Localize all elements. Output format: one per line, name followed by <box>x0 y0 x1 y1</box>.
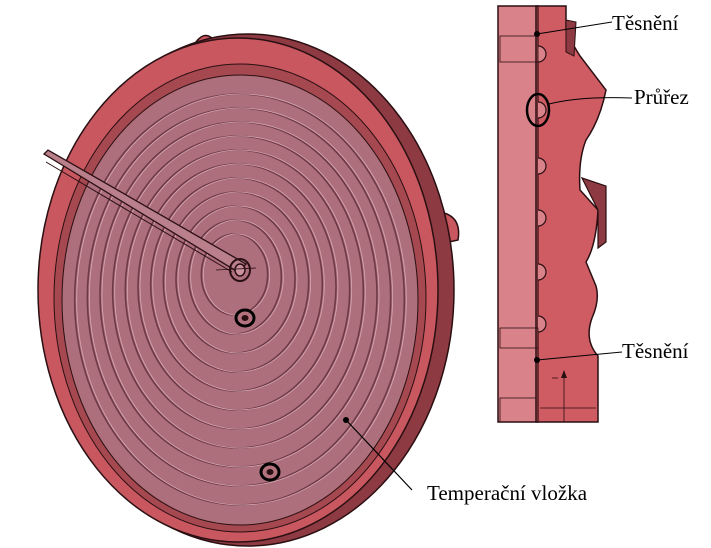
radial-channel <box>42 149 248 273</box>
groove-ring-highlight <box>139 163 339 411</box>
cooling-channel <box>537 45 547 63</box>
cooling-channel <box>537 315 547 333</box>
central-port <box>215 258 257 282</box>
section-left-strip <box>497 5 539 423</box>
groove-ring-highlight <box>114 135 366 449</box>
section-outer-step <box>580 176 607 250</box>
cross-section-marker <box>525 92 551 128</box>
label-tempering-insert: Temperační vložka <box>427 481 588 505</box>
port-hole-lower <box>259 462 281 482</box>
port-hole-middle <box>234 308 256 328</box>
cooling-channel <box>537 157 547 175</box>
section-notch <box>565 19 577 57</box>
tempering-insert-face <box>61 74 419 526</box>
leader-seal-bottom <box>536 351 623 361</box>
cross-section-detail <box>497 5 633 423</box>
groove-ring-highlight <box>101 121 380 468</box>
label-cross-section: Průřez <box>634 85 689 109</box>
cooling-channel <box>537 263 547 281</box>
mould-plate-3d-view <box>37 33 460 547</box>
groove-ring-highlight <box>126 149 353 430</box>
label-seal-top: Těsnění <box>612 11 679 35</box>
cooling-channel <box>537 101 547 119</box>
spiral-grooves <box>73 93 407 506</box>
groove-ring-highlight <box>88 107 394 487</box>
groove-ring-highlight <box>190 219 284 335</box>
groove-ring-highlight <box>177 205 298 354</box>
cooling-channel <box>537 209 547 227</box>
groove-ring-highlight <box>152 177 325 392</box>
cooling-channels <box>537 45 547 333</box>
leader-tempering-insert <box>343 417 413 491</box>
label-seal-bottom: Těsnění <box>622 339 689 363</box>
groove-ring-highlight <box>164 191 312 373</box>
leader-seal-top <box>536 21 613 35</box>
leader-cross-section <box>548 97 633 105</box>
groove-ring-highlight <box>76 93 407 506</box>
